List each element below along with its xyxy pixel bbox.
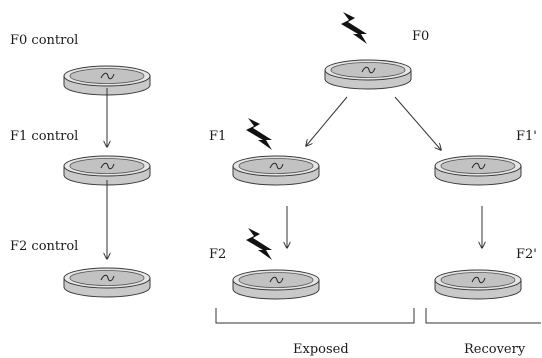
label-f1-control: F1 control	[10, 129, 78, 144]
dish-f0	[324, 59, 412, 90]
dish-f0-control	[63, 65, 151, 96]
label-f2-control: F2 control	[10, 239, 78, 254]
lightning-bolt-icon	[341, 12, 367, 44]
dish-f1	[232, 155, 320, 186]
label-f1: F1	[209, 129, 226, 144]
dish-f2-prime	[434, 269, 522, 300]
label-f0-control: F0 control	[10, 33, 78, 48]
arrow-f0-to-f1	[306, 96, 348, 146]
label-f2: F2	[209, 247, 226, 262]
arrow-f0-to-f1-prime	[394, 96, 441, 150]
label-recovery: Recovery	[464, 342, 526, 357]
lightning-bolt-icon	[246, 118, 272, 150]
lightning-bolt-icon	[246, 228, 272, 260]
label-f2-prime: F2'	[516, 247, 537, 262]
exposed-bracket	[215, 308, 415, 324]
recovery-bracket	[425, 308, 541, 324]
dish-f1-control	[63, 155, 151, 186]
dish-f2-control	[63, 267, 151, 298]
label-f0: F0	[412, 29, 429, 44]
label-f1-prime: F1'	[516, 129, 537, 144]
label-exposed: Exposed	[293, 342, 349, 357]
dish-f2	[232, 269, 320, 300]
dish-f1-prime	[434, 155, 522, 186]
